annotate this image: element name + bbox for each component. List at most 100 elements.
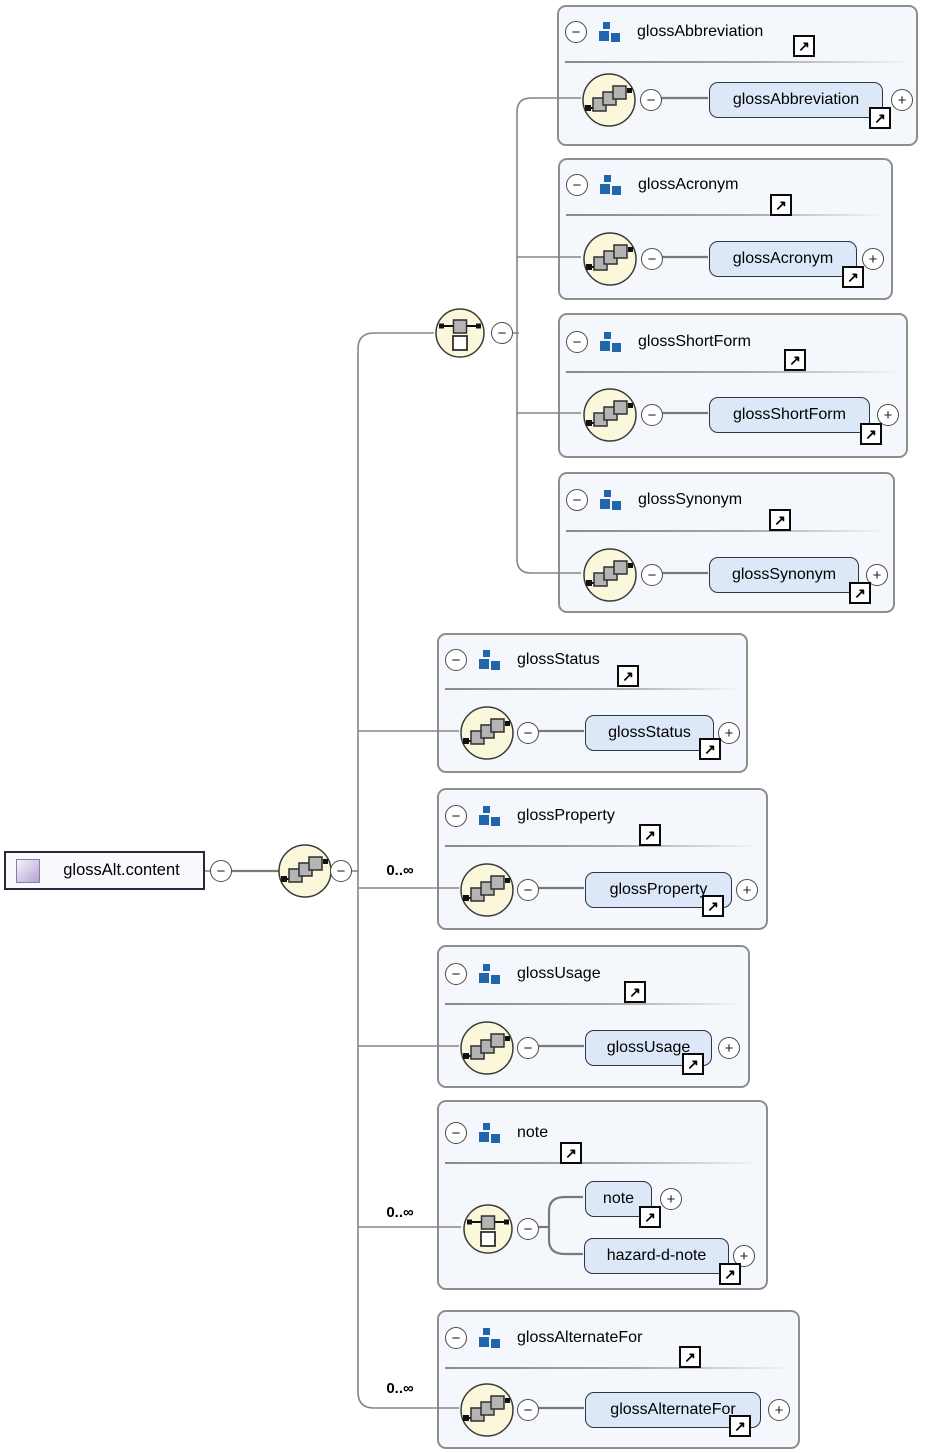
model-group-icon — [479, 650, 500, 670]
model-group-icon — [479, 964, 500, 984]
collapse-button[interactable]: − — [641, 404, 663, 426]
collapse-button[interactable]: − — [641, 248, 663, 270]
collapse-button[interactable]: − — [445, 805, 467, 827]
header-separator — [566, 530, 887, 532]
link-arrow-icon[interactable]: ↗ — [679, 1346, 701, 1368]
occurrence-label: 0..∞ — [386, 862, 414, 879]
group-name: note — [517, 1124, 549, 1141]
header-separator — [566, 371, 900, 373]
header-separator — [566, 214, 885, 216]
element-note[interactable]: note — [585, 1181, 652, 1217]
expand-button[interactable]: + — [718, 722, 740, 744]
element-glossStatus[interactable]: glossStatus — [585, 715, 714, 751]
link-arrow-icon[interactable]: ↗ — [770, 194, 792, 216]
link-arrow-icon[interactable]: ↗ — [793, 35, 815, 57]
link-arrow-icon[interactable]: ↗ — [860, 423, 882, 445]
expand-button[interactable]: + — [660, 1188, 682, 1210]
model-group-icon — [600, 175, 621, 195]
root-element-label: glossAlt.content — [63, 861, 180, 879]
expand-button[interactable]: + — [862, 248, 884, 270]
element-glossSynonym[interactable]: glossSynonym — [709, 557, 859, 593]
group-name: glossUsage — [517, 965, 601, 982]
expand-button[interactable]: + — [877, 404, 899, 426]
collapse-button[interactable]: − — [445, 649, 467, 671]
element-hazard-d-note[interactable]: hazard-d-note — [584, 1238, 729, 1274]
expand-button[interactable]: + — [733, 1245, 755, 1267]
collapse-button[interactable]: − — [566, 489, 588, 511]
link-arrow-icon[interactable]: ↗ — [702, 895, 724, 917]
sequence-icon[interactable] — [582, 231, 638, 287]
expand-button[interactable]: + — [718, 1037, 740, 1059]
collapse-button[interactable]: − — [517, 1037, 539, 1059]
group-box-glossShortForm: − glossShortForm ↗ − glossShortForm ↗ + — [558, 313, 908, 458]
expand-button[interactable]: + — [768, 1399, 790, 1421]
group-name: glossAlternateFor — [517, 1329, 643, 1346]
model-group-icon — [600, 490, 621, 510]
group-box-glossUsage: − glossUsage ↗ − glossUsage ↗ + — [437, 945, 750, 1088]
link-arrow-icon[interactable]: ↗ — [560, 1142, 582, 1164]
group-name: glossAcronym — [638, 176, 739, 193]
group-name: glossAbbreviation — [637, 23, 764, 40]
link-arrow-icon[interactable]: ↗ — [699, 738, 721, 760]
link-arrow-icon[interactable]: ↗ — [842, 266, 864, 288]
link-arrow-icon[interactable]: ↗ — [617, 665, 639, 687]
header-separator — [445, 845, 760, 847]
collapse-button[interactable]: − — [330, 860, 352, 882]
expand-button[interactable]: + — [891, 89, 913, 111]
choice-icon[interactable] — [434, 307, 486, 359]
group-box-glossAcronym: − glossAcronym ↗ − glossAcronym ↗ + — [558, 158, 893, 300]
model-group-icon — [599, 22, 620, 42]
occurrence-label: 0..∞ — [386, 1380, 414, 1397]
group-name: glossProperty — [517, 807, 615, 824]
collapse-button[interactable]: − — [640, 89, 662, 111]
link-arrow-icon[interactable]: ↗ — [784, 349, 806, 371]
header-separator — [445, 688, 740, 690]
collapse-button[interactable]: − — [210, 860, 232, 882]
sequence-icon[interactable] — [459, 705, 515, 761]
sequence-icon[interactable] — [582, 547, 638, 603]
link-arrow-icon[interactable]: ↗ — [849, 582, 871, 604]
sequence-icon[interactable] — [459, 1020, 515, 1076]
collapse-button[interactable]: − — [566, 174, 588, 196]
collapse-button[interactable]: − — [566, 331, 588, 353]
collapse-button[interactable]: − — [517, 879, 539, 901]
link-arrow-icon[interactable]: ↗ — [729, 1415, 751, 1437]
group-box-note: − note ↗ − note ↗ + hazard-d-note ↗ + — [437, 1100, 768, 1290]
collapse-button[interactable]: − — [517, 1218, 539, 1240]
collapse-button[interactable]: − — [491, 322, 513, 344]
sequence-icon[interactable] — [277, 843, 333, 899]
link-arrow-icon[interactable]: ↗ — [639, 824, 661, 846]
collapse-button[interactable]: − — [641, 564, 663, 586]
group-name: glossSynonym — [638, 491, 743, 508]
choice-icon[interactable] — [462, 1203, 514, 1255]
group-name: glossShortForm — [638, 333, 751, 350]
collapse-button[interactable]: − — [565, 21, 587, 43]
element-icon — [16, 858, 40, 883]
group-box-glossAlternateFor: − glossAlternateFor ↗ − glossAlternateFo… — [437, 1310, 800, 1449]
group-name: glossStatus — [517, 651, 600, 668]
link-arrow-icon[interactable]: ↗ — [769, 509, 791, 531]
collapse-button[interactable]: − — [517, 1399, 539, 1421]
header-separator — [445, 1367, 792, 1369]
link-arrow-icon[interactable]: ↗ — [869, 107, 891, 129]
link-arrow-icon[interactable]: ↗ — [639, 1206, 661, 1228]
collapse-button[interactable]: − — [445, 963, 467, 985]
group-box-glossProperty: − glossProperty ↗ − glossProperty ↗ + — [437, 788, 768, 930]
collapse-button[interactable]: − — [445, 1327, 467, 1349]
element-glossAcronym[interactable]: glossAcronym — [709, 241, 857, 277]
sequence-icon[interactable] — [459, 1382, 515, 1438]
link-arrow-icon[interactable]: ↗ — [719, 1263, 741, 1285]
expand-button[interactable]: + — [736, 879, 758, 901]
collapse-button[interactable]: − — [517, 722, 539, 744]
sequence-icon[interactable] — [581, 72, 637, 128]
link-arrow-icon[interactable]: ↗ — [682, 1053, 704, 1075]
root-element-box[interactable]: glossAlt.content — [4, 851, 205, 890]
link-arrow-icon[interactable]: ↗ — [624, 981, 646, 1003]
collapse-button[interactable]: − — [445, 1122, 467, 1144]
sequence-icon[interactable] — [582, 387, 638, 443]
element-glossAbbreviation[interactable]: glossAbbreviation — [709, 82, 883, 118]
element-glossShortForm[interactable]: glossShortForm — [709, 397, 870, 433]
sequence-icon[interactable] — [459, 862, 515, 918]
expand-button[interactable]: + — [866, 564, 888, 586]
